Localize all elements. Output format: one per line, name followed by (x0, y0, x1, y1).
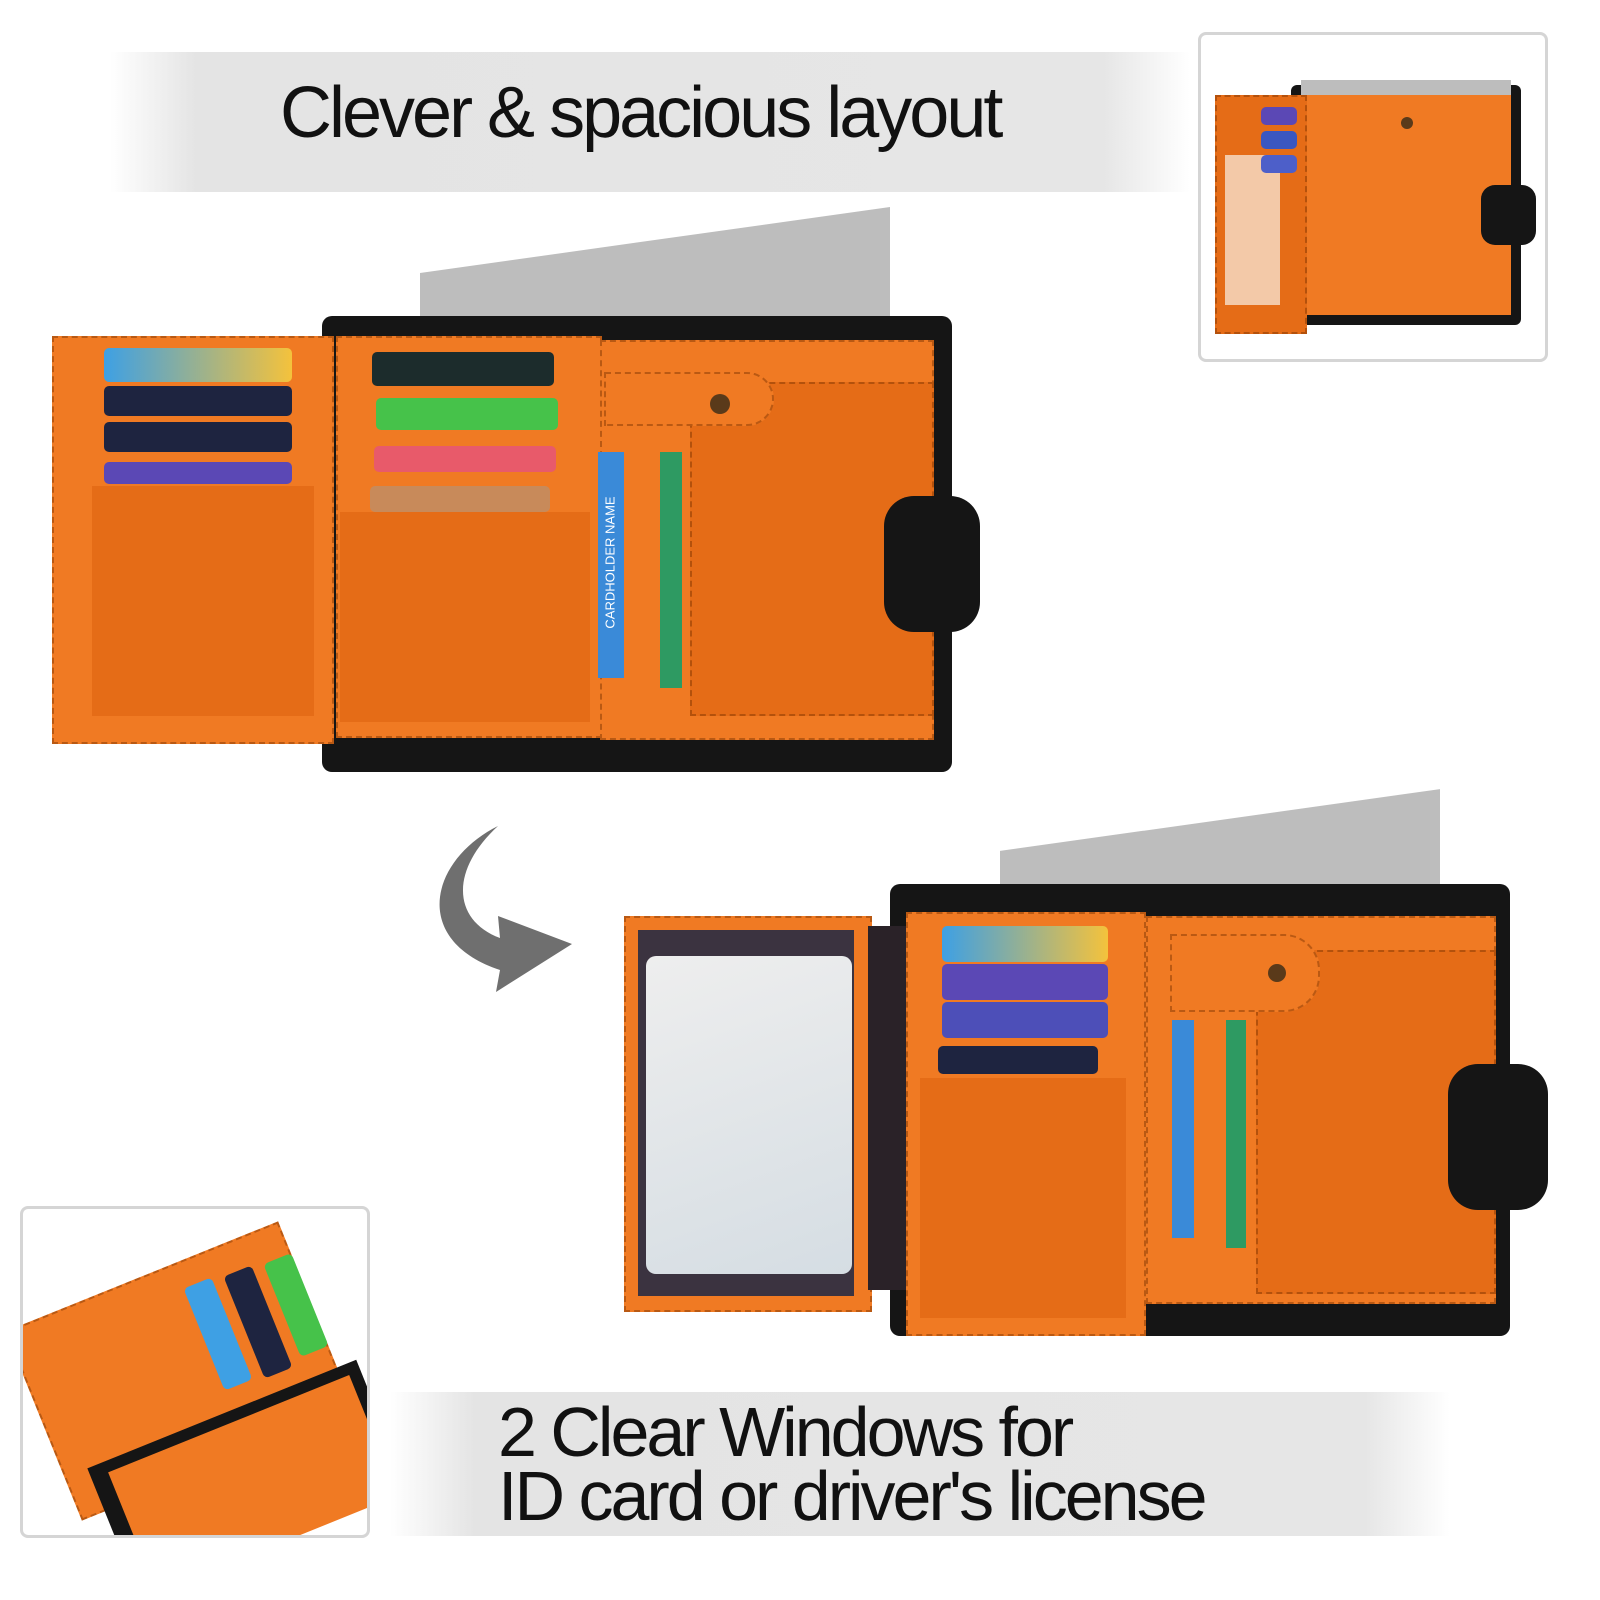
snap-button-icon (1401, 117, 1413, 129)
card (374, 446, 556, 472)
card-pocket (920, 1078, 1126, 1318)
card (1261, 155, 1297, 173)
id-card-green (660, 452, 682, 688)
clear-window-sheet (646, 956, 852, 1274)
card (370, 486, 550, 512)
id-window (1225, 155, 1280, 305)
card-pocket (92, 486, 314, 716)
card (1261, 107, 1297, 125)
card (942, 1002, 1108, 1038)
cardholder-label: CARDHOLDER NAME (602, 496, 618, 629)
card (938, 1046, 1098, 1074)
clasp-tab (1448, 1064, 1548, 1210)
bottom-banner (390, 1392, 1450, 1536)
bottom-banner-line2: ID card or driver's license (498, 1457, 1207, 1535)
card (104, 348, 292, 382)
snap-button-icon (710, 394, 730, 414)
snap-strap (1170, 934, 1320, 1012)
card-pocket (340, 512, 590, 722)
top-banner-title: Clever & spacious layout (280, 73, 1003, 153)
id-card-blue (598, 452, 624, 678)
inset-photo-bottom-left (20, 1206, 370, 1538)
card (104, 422, 292, 452)
clasp-tab (1481, 185, 1536, 245)
clasp-tab (884, 496, 980, 632)
card (942, 926, 1108, 962)
snap-button-icon (1268, 964, 1286, 982)
curved-arrow-icon (439, 826, 572, 992)
inner-lining (868, 926, 910, 1290)
inset-photo-top-right (1198, 32, 1548, 362)
card (376, 398, 558, 430)
card (104, 462, 292, 484)
snap-strap (604, 372, 774, 426)
bottom-banner-line1: 2 Clear Windows for (498, 1393, 1074, 1471)
card (1261, 131, 1297, 149)
card (104, 386, 292, 416)
id-card-blue (1172, 1020, 1194, 1238)
id-card-green (1226, 1020, 1246, 1248)
top-banner (110, 52, 1190, 192)
card (942, 964, 1108, 1000)
wallet-inner (1301, 95, 1511, 315)
card (372, 352, 554, 386)
